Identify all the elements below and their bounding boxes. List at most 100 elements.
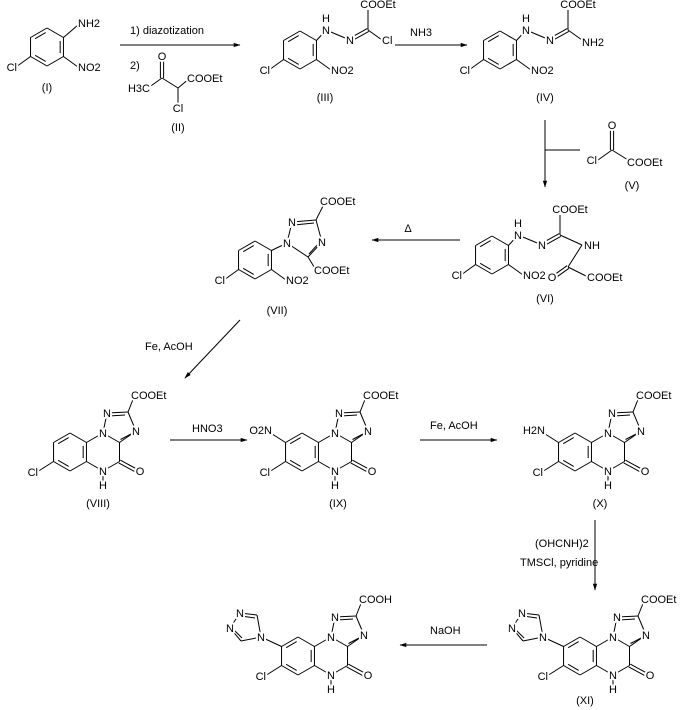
hydrogen: H bbox=[322, 13, 330, 25]
carbonyl-o: O bbox=[641, 466, 650, 478]
ring-inner-bond bbox=[522, 615, 538, 619]
bond bbox=[307, 256, 317, 271]
ester-group: COOEt bbox=[187, 73, 222, 85]
bond bbox=[516, 29, 527, 41]
ring-bond bbox=[499, 59, 517, 70]
chloro-group: Cl bbox=[173, 103, 183, 115]
ring-inner-bond bbox=[567, 641, 579, 649]
hydrogen: H bbox=[99, 480, 107, 492]
bond bbox=[271, 269, 287, 281]
hydrazone-nh: N bbox=[522, 25, 530, 37]
bond bbox=[597, 149, 613, 161]
ring-n: N bbox=[642, 630, 650, 642]
ring-bond bbox=[579, 665, 597, 676]
ester-group: COOEt bbox=[627, 157, 662, 169]
ester-group: COOEt bbox=[360, 0, 395, 11]
ring-bond bbox=[301, 461, 319, 472]
bond bbox=[355, 600, 363, 617]
double-bond bbox=[550, 30, 570, 42]
ring-bond bbox=[229, 627, 242, 642]
chloro-group: Cl bbox=[260, 65, 270, 77]
ring-inner-bond bbox=[289, 437, 301, 445]
ring-bond bbox=[254, 240, 272, 251]
bond bbox=[119, 430, 137, 443]
bond bbox=[567, 266, 589, 278]
ring-inner-bond bbox=[487, 35, 499, 43]
bond bbox=[223, 269, 239, 281]
ring-bond bbox=[483, 59, 501, 70]
ring-bond bbox=[558, 461, 576, 472]
bond bbox=[315, 203, 325, 221]
bond bbox=[632, 396, 640, 413]
bond bbox=[637, 600, 645, 617]
bond bbox=[318, 461, 336, 472]
ring-inner-bond bbox=[625, 432, 639, 440]
reagent-step2: NH3 bbox=[410, 27, 432, 39]
reagent-step8: (OHCNH)2 bbox=[535, 538, 589, 550]
bond bbox=[36, 461, 54, 473]
bond bbox=[637, 615, 647, 636]
bond bbox=[314, 636, 332, 647]
ring-n: N bbox=[609, 632, 617, 644]
ring-inner-bond bbox=[34, 32, 46, 40]
amine-group: H2N bbox=[523, 425, 545, 437]
double-bond bbox=[625, 459, 644, 471]
triazolyl-n: N bbox=[518, 608, 526, 620]
double-bond bbox=[350, 30, 370, 42]
ring-inner-bond bbox=[336, 618, 354, 621]
ring-inner-bond bbox=[293, 222, 315, 226]
reagent-step1: 1) diazotization bbox=[130, 25, 204, 37]
methyl-group: H3C bbox=[128, 83, 150, 95]
bond bbox=[330, 665, 348, 676]
chloro-group: Cl bbox=[256, 671, 266, 683]
ring-n: N bbox=[327, 632, 335, 644]
double-bond bbox=[630, 663, 649, 675]
hydrogen: H bbox=[604, 480, 612, 492]
ring-bond bbox=[522, 636, 544, 642]
bond bbox=[616, 615, 639, 618]
bond bbox=[508, 234, 519, 246]
double-bond bbox=[542, 235, 562, 247]
hydrazone-nh: N bbox=[322, 25, 330, 37]
bond bbox=[359, 396, 367, 413]
bond bbox=[591, 461, 609, 472]
ring-inner-bond bbox=[242, 267, 254, 275]
ring-bond bbox=[475, 264, 493, 275]
ring-inner-bond bbox=[348, 636, 362, 644]
ring-nh: N bbox=[331, 466, 339, 478]
reagent-step6: HNO3 bbox=[192, 423, 223, 435]
ring-inner-bond bbox=[352, 432, 366, 440]
compound-label-IX: (IX) bbox=[329, 498, 347, 510]
bond bbox=[508, 264, 524, 276]
bond bbox=[541, 431, 559, 443]
ring-bond bbox=[285, 461, 303, 472]
ring-bond bbox=[238, 240, 256, 251]
ring-bond bbox=[301, 432, 319, 443]
bond bbox=[338, 411, 361, 414]
compound-label-VI: (VI) bbox=[536, 293, 554, 305]
reagent-step8-part2: TMSCl, pyridine bbox=[520, 557, 598, 569]
ester-group: COOEt bbox=[552, 204, 587, 216]
reagent-step9: NaOH bbox=[430, 625, 461, 637]
bond bbox=[559, 234, 583, 246]
bond bbox=[330, 636, 348, 647]
arrow-step5 bbox=[184, 319, 241, 379]
ring-bond bbox=[285, 432, 303, 443]
hydrogen: H bbox=[609, 684, 617, 696]
bond bbox=[260, 636, 282, 647]
triazolyl-n: N bbox=[226, 623, 234, 635]
ester-group: COOEt bbox=[560, 0, 595, 11]
hydrogen: H bbox=[327, 684, 335, 696]
bond bbox=[516, 59, 532, 71]
bond bbox=[367, 29, 383, 41]
ring-bond bbox=[315, 219, 323, 243]
amide-nh: NH bbox=[584, 240, 600, 252]
bond bbox=[334, 615, 357, 618]
chloro-group: Cl bbox=[452, 270, 462, 282]
ring-nh: N bbox=[327, 670, 335, 682]
ring-bond bbox=[299, 59, 317, 70]
bond bbox=[314, 665, 332, 676]
ring-n: N bbox=[132, 426, 140, 438]
ring-inner-bond bbox=[34, 54, 46, 62]
